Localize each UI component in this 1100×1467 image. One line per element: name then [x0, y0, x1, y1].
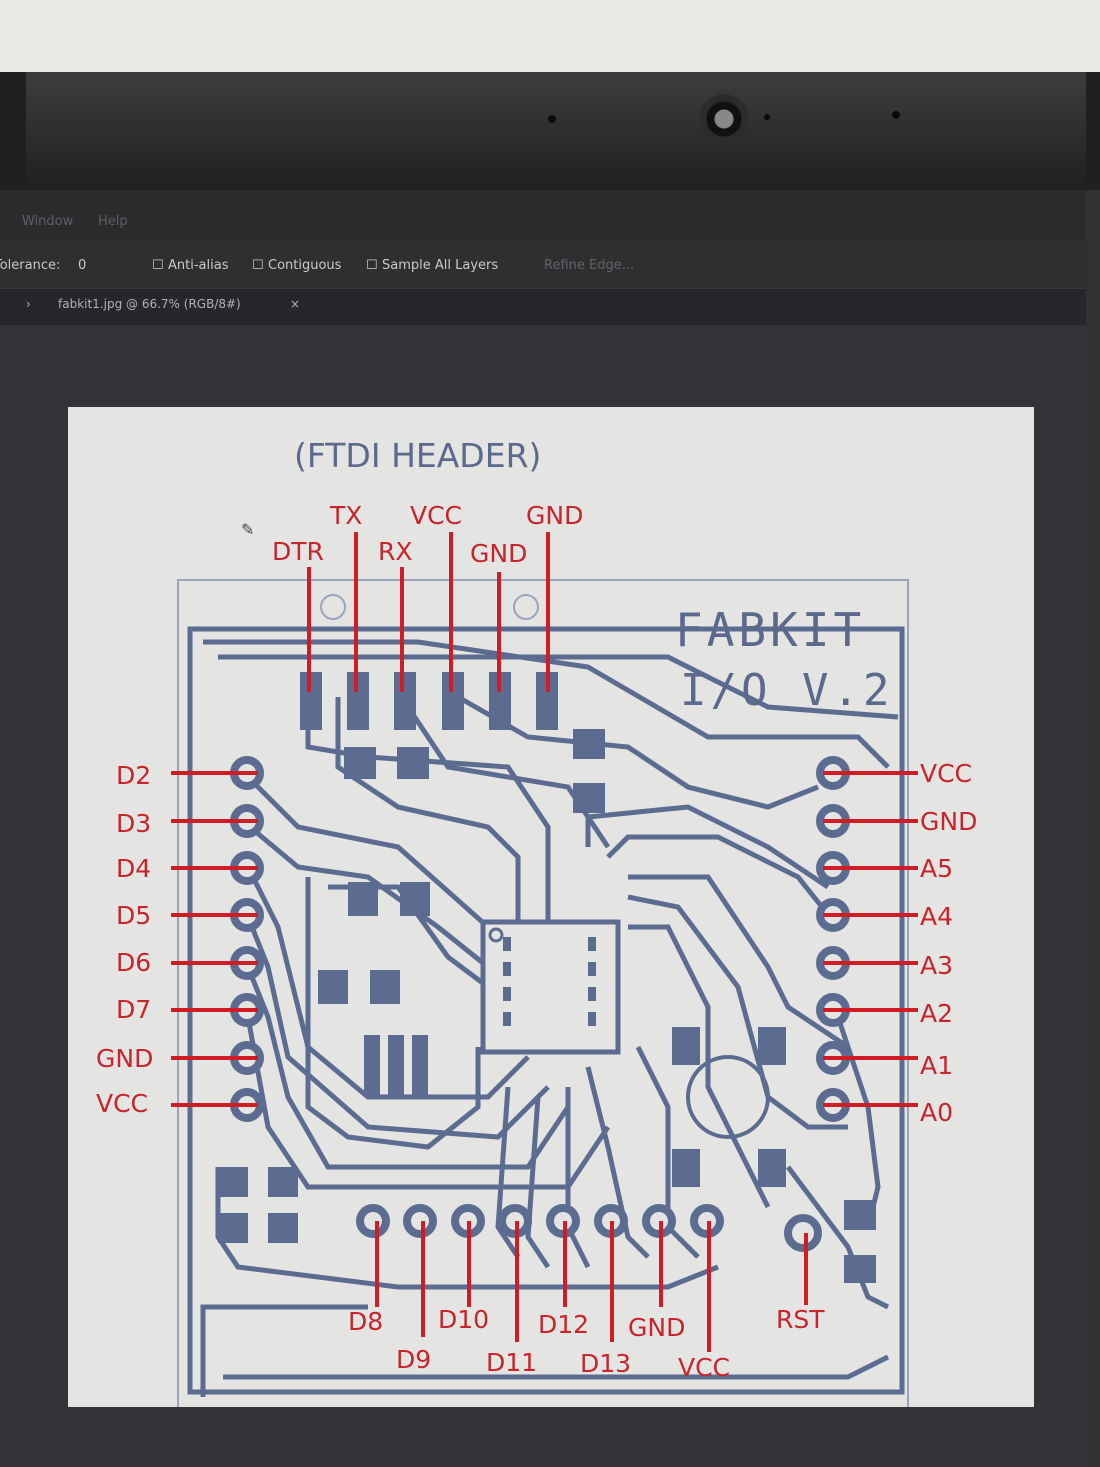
pcb-image-canvas: ✎ (FTDI HEADER) FABKIT I/O V.2 DTR TX RX… [68, 407, 1034, 1407]
bottom-pin-label: VCC [678, 1353, 731, 1382]
right-pin-label: A1 [920, 1051, 954, 1080]
webcam-icon [699, 94, 749, 144]
right-pin-label: A0 [920, 1098, 954, 1127]
left-pin-label: D7 [116, 995, 152, 1024]
left-pin-label: D5 [116, 901, 152, 930]
bottom-pin-label: D8 [348, 1307, 384, 1336]
ftdi-pin-label: GND [470, 539, 528, 568]
right-pin-label: A4 [920, 902, 954, 931]
bottom-pin-label: D10 [438, 1305, 490, 1334]
tool-options-bar: Tolerance: 0 ☐ Anti-alias ☐ Contiguous ☐… [0, 240, 1086, 289]
ftdi-pin-label: VCC [410, 501, 463, 530]
left-pin-label: D6 [116, 948, 152, 977]
menu-item-help[interactable]: Help [98, 214, 128, 229]
left-pin-label: GND [96, 1044, 154, 1073]
bottom-pin-label: D9 [396, 1345, 432, 1374]
tab-arrow-icon: › [26, 297, 31, 311]
bottom-pin-label: GND [628, 1313, 686, 1342]
left-pin-label: VCC [96, 1089, 149, 1118]
anti-alias-checkbox[interactable]: Anti-alias [168, 258, 229, 273]
document-tab[interactable]: fabkit1.jpg @ 66.7% (RGB/8#) [58, 297, 241, 311]
sensor-dot-icon [764, 114, 770, 120]
reset-pin-label: RST [776, 1305, 825, 1334]
right-pin-label: GND [920, 807, 978, 836]
left-pin-label: D4 [116, 854, 152, 883]
menu-bar: Window Help [0, 190, 1086, 240]
ftdi-pin-label: RX [378, 537, 413, 566]
bottom-pin-label: D11 [486, 1348, 538, 1377]
ftdi-pin-label: DTR [272, 537, 324, 566]
close-tab-icon[interactable]: × [290, 297, 301, 311]
left-pin-label: D2 [116, 761, 152, 790]
right-pin-label: VCC [920, 759, 973, 788]
right-pin-label: A3 [920, 951, 954, 980]
refine-edge-button[interactable]: Refine Edge... [544, 258, 635, 273]
bottom-pin-label: D13 [580, 1349, 632, 1378]
ftdi-header-title: (FTDI HEADER) [294, 436, 542, 475]
checkbox-icon[interactable]: ☐ [366, 258, 378, 273]
magic-wand-cursor-icon: ✎ [241, 520, 254, 539]
board-name: FABKIT [675, 603, 866, 657]
checkbox-icon[interactable]: ☐ [152, 258, 164, 273]
sensor-dot-icon [892, 111, 900, 119]
sensor-dot-icon [548, 115, 556, 123]
sample-all-layers-checkbox[interactable]: Sample All Layers [382, 258, 499, 273]
tolerance-label: Tolerance: [0, 258, 61, 273]
tolerance-input[interactable]: 0 [78, 258, 87, 273]
pcb-layout-drawing: ✎ [171, 520, 918, 1407]
checkbox-icon[interactable]: ☐ [252, 258, 264, 273]
bottom-pin-label: D12 [538, 1310, 590, 1339]
menu-item-window[interactable]: Window [22, 214, 74, 229]
ftdi-pin-label: TX [330, 501, 363, 530]
contiguous-checkbox[interactable]: Contiguous [268, 258, 342, 273]
left-pin-label: D3 [116, 809, 152, 838]
board-version: I/O V.2 [680, 665, 894, 716]
right-pin-label: A5 [920, 854, 954, 883]
document-tab-bar: › fabkit1.jpg @ 66.7% (RGB/8#) × [0, 289, 1086, 325]
monitor-bezel [0, 72, 1100, 190]
right-pin-label: A2 [920, 999, 954, 1028]
ftdi-pin-label: GND [526, 501, 584, 530]
